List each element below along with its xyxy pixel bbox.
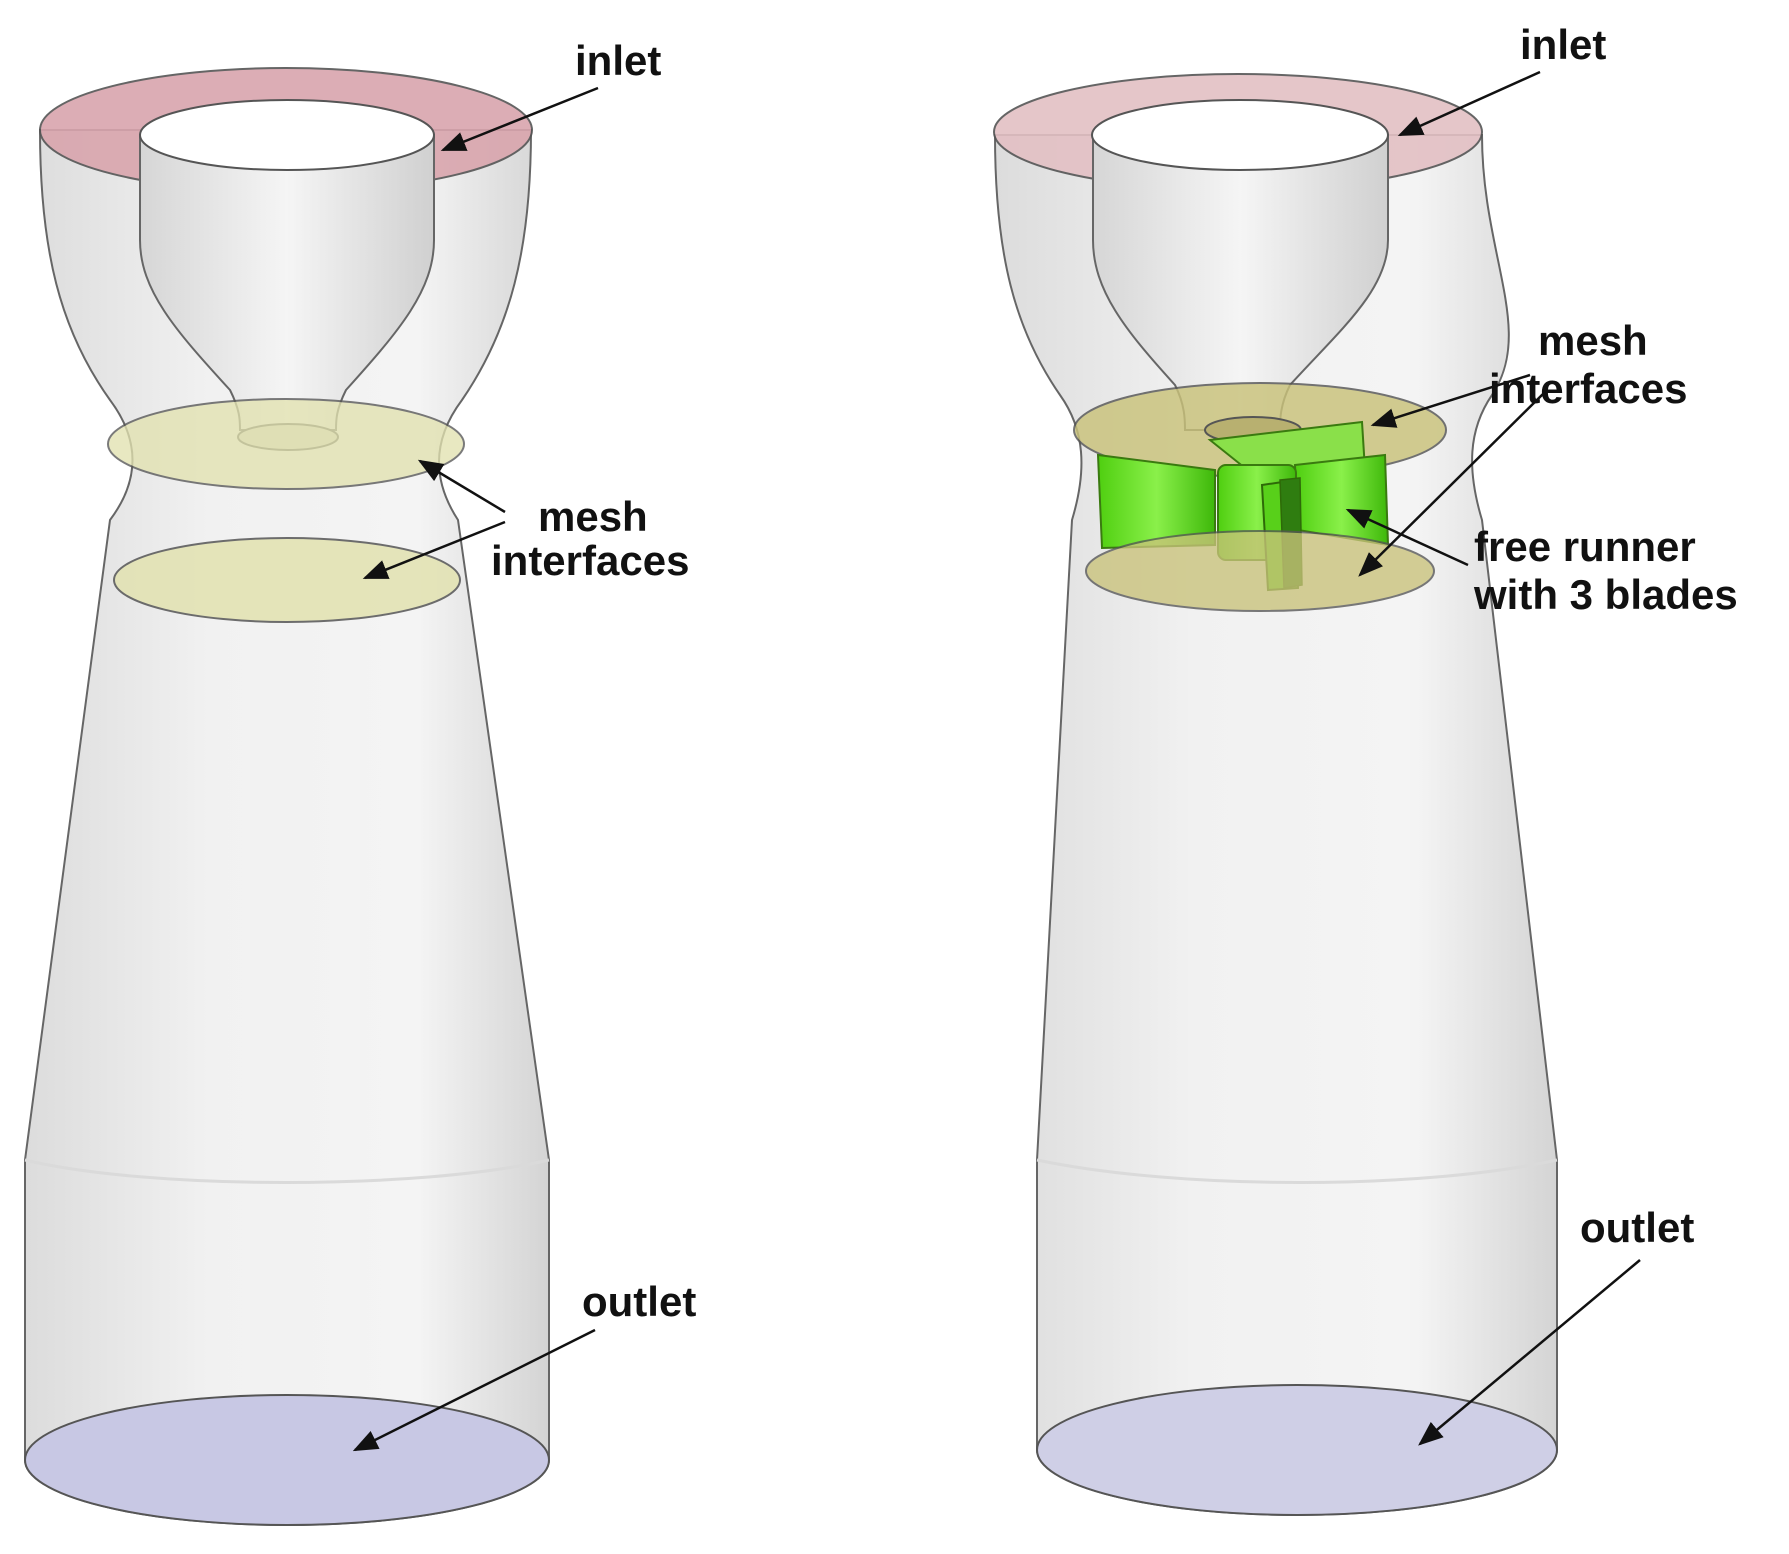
left-interface-label-line1: mesh (538, 493, 648, 540)
left-interface-arrow-upper (417, 459, 506, 514)
right-inlet-arrow (1397, 70, 1541, 137)
right-interface-arrow-lower (1358, 391, 1546, 577)
left-inlet-label: inlet (575, 37, 661, 84)
right-transition-line (1036, 1158, 1558, 1184)
right-interface-label-line2: interfaces (1489, 365, 1687, 412)
left-lower-interface (113, 537, 461, 623)
left-transition-line (24, 1158, 550, 1184)
left-interface-arrow-lower (362, 520, 506, 580)
left-interface-label-line2: interfaces (491, 537, 689, 584)
right-lower-interface (1085, 530, 1435, 612)
right-interface-label-line1: mesh (1538, 317, 1648, 364)
runner-arrow (1345, 508, 1469, 567)
right-interface-arrow-upper (1370, 373, 1531, 428)
left-model: inlet mesh interfaces outlet (24, 37, 696, 1526)
left-inner-opening (139, 99, 435, 171)
runner-label-line1: free runner (1474, 523, 1696, 570)
runner-blade-right (1293, 453, 1390, 547)
right-outlet-arrow (1418, 1259, 1641, 1446)
right-model: inlet mesh interfaces free runner with 3… (993, 21, 1738, 1516)
right-outlet-label: outlet (1580, 1204, 1694, 1251)
runner-label-line2: with 3 blades (1473, 571, 1738, 618)
left-outlet-arrow (352, 1328, 596, 1452)
right-inner-opening (1091, 99, 1389, 171)
left-outlet-face (24, 1394, 550, 1526)
left-outlet-label: outlet (582, 1278, 696, 1325)
left-upper-interface (107, 398, 465, 490)
right-outlet-face (1036, 1384, 1558, 1516)
right-inlet-label: inlet (1520, 21, 1606, 68)
left-inlet-arrow (440, 86, 599, 152)
